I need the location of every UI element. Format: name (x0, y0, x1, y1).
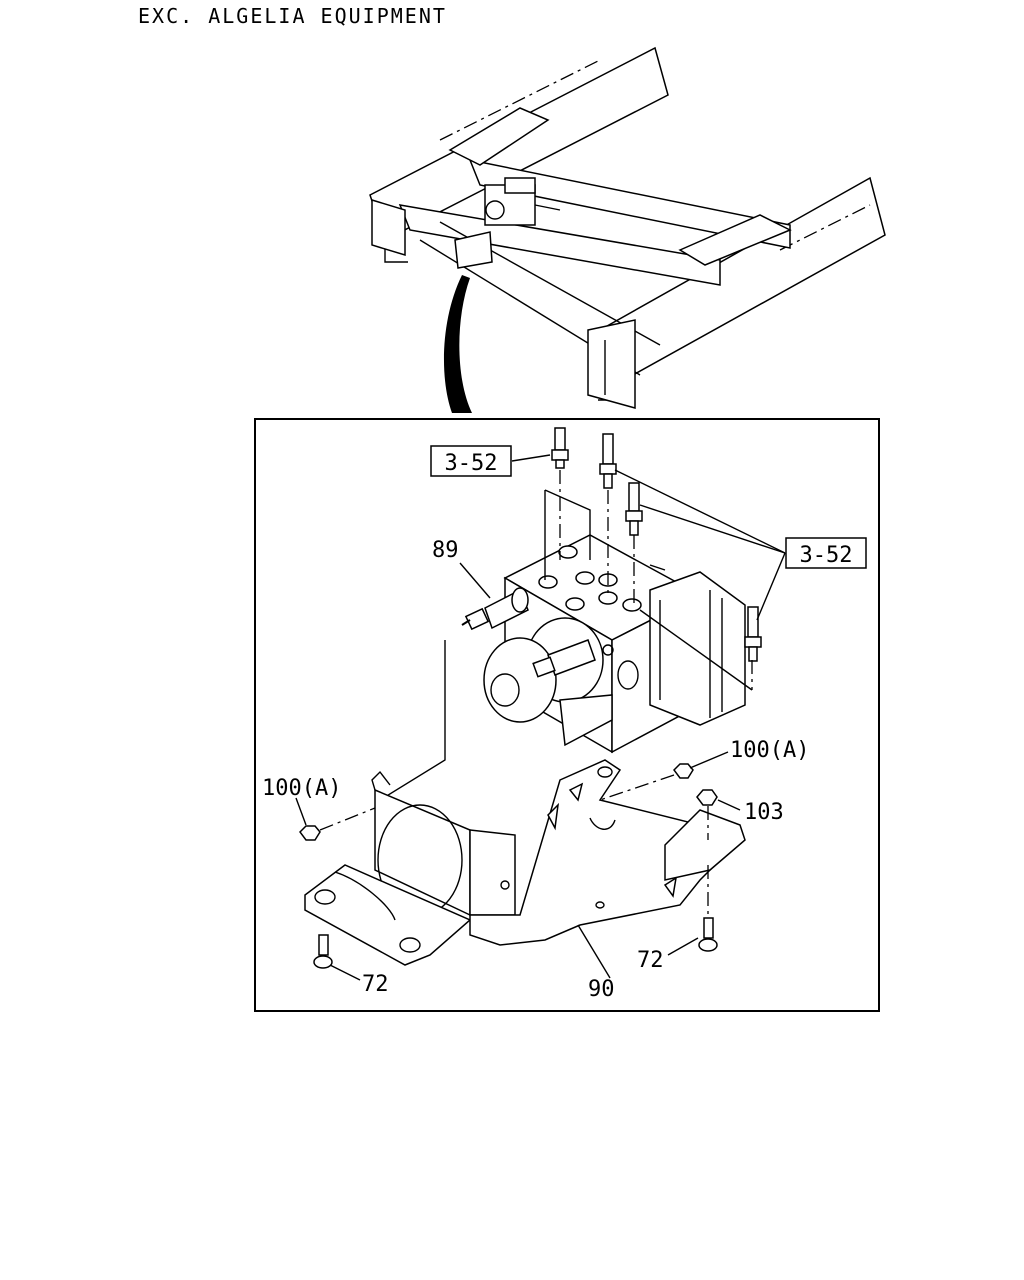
part-label-100a-left[interactable]: 100(A) (262, 776, 341, 801)
part-label-103[interactable]: 103 (744, 800, 784, 825)
part-label-72-left[interactable]: 72 (362, 972, 389, 997)
ref-box-352-left (430, 445, 512, 477)
nut-103 (696, 789, 718, 840)
part-label-90[interactable]: 90 (588, 977, 615, 1002)
leader-lines (295, 454, 786, 981)
detail-pointer (443, 275, 472, 413)
nut-100a-right (599, 763, 694, 801)
part-label-89[interactable]: 89 (432, 538, 459, 563)
part-label-100a-right[interactable]: 100(A) (730, 738, 809, 763)
ref-label-352-left[interactable]: 3-52 (445, 451, 498, 476)
part-label-72-right[interactable]: 72 (637, 948, 664, 973)
page-title: EXC. ALGELIA EQUIPMENT (138, 4, 447, 28)
bolt-72-right (698, 865, 718, 952)
bolt-72-left (313, 934, 333, 969)
abs-hydraulic-unit (483, 534, 746, 754)
nut-100a-left (299, 807, 376, 841)
bracket-90 (304, 759, 746, 966)
ref-label-352-right[interactable]: 3-52 (800, 543, 853, 568)
sensor-89 (461, 587, 596, 678)
detail-frame (254, 418, 880, 1012)
chassis-frame-overview (369, 46, 886, 409)
ref-box-352-right (785, 537, 867, 569)
bolt-3-52-group (379, 427, 762, 801)
